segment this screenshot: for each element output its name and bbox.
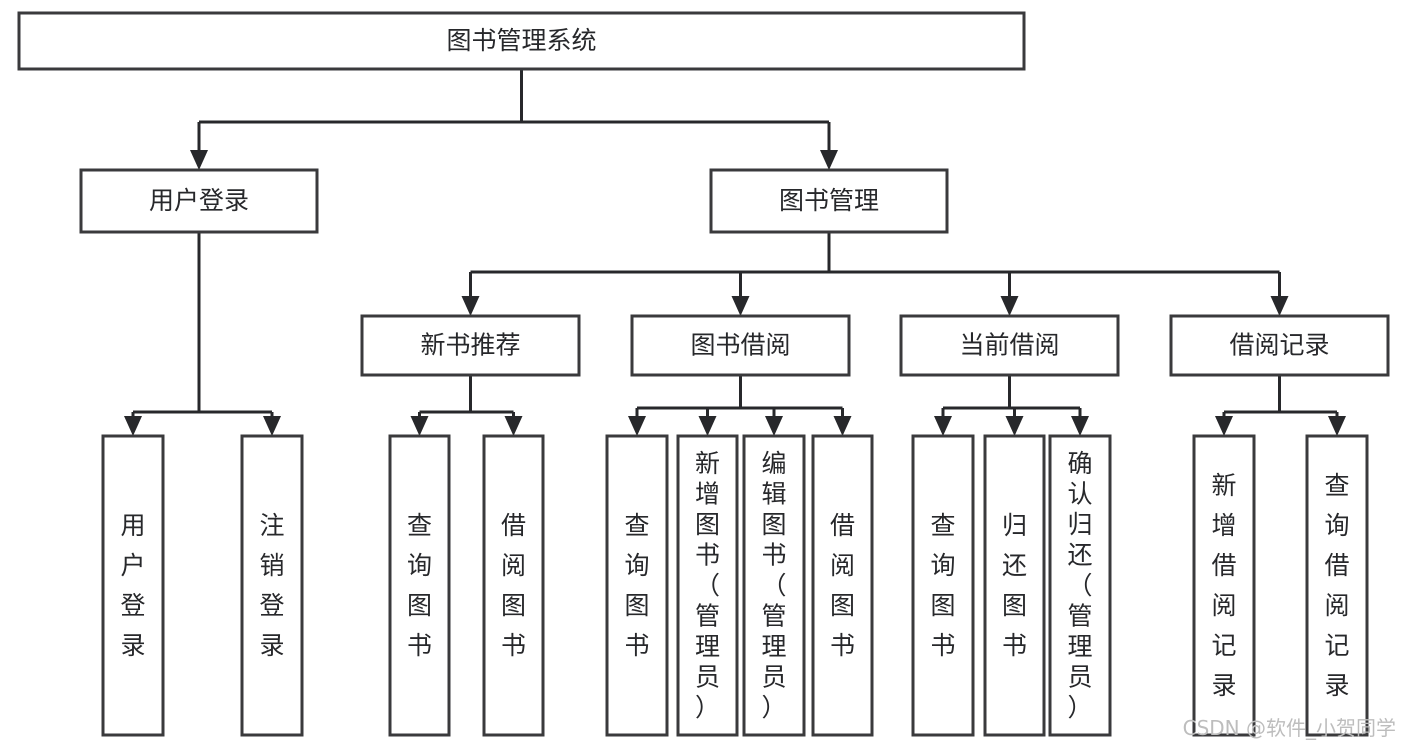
- node-box-book-management[interactable]: [709, 168, 949, 234]
- arrow-head-book-borrow-3: [833, 416, 852, 436]
- node-box-leaf-borrow-book[interactable]: [811, 434, 874, 737]
- node-borrow-record[interactable]: 借阅记录: [1169, 314, 1390, 377]
- node-box-current-borrow[interactable]: [899, 314, 1120, 377]
- node-box-root[interactable]: [17, 11, 1026, 71]
- node-leaf-query-book-recommend[interactable]: 查询图书: [388, 434, 451, 737]
- node-current-borrow[interactable]: 当前借阅: [899, 314, 1120, 377]
- node-leaf-confirm-return-admin[interactable]: 确认归还（管理员）: [1048, 434, 1112, 737]
- arrow-head-book-borrow-2: [765, 416, 783, 436]
- node-leaf-return-book[interactable]: 归还图书: [983, 434, 1046, 737]
- node-box-new-book-recommend[interactable]: [360, 314, 581, 377]
- node-box-leaf-query-book-recommend[interactable]: [388, 434, 451, 737]
- node-label-leaf-borrow-book-recommend: 借阅图书: [501, 511, 526, 660]
- node-leaf-query-book-borrow[interactable]: 查询图书: [605, 434, 669, 737]
- node-box-leaf-query-borrow-record[interactable]: [1305, 434, 1369, 737]
- node-label-book-management: 图书管理: [779, 186, 879, 215]
- node-box-leaf-borrow-book-recommend[interactable]: [482, 434, 545, 737]
- node-box-book-borrow[interactable]: [630, 314, 851, 377]
- node-label-leaf-borrow-book: 借阅图书: [830, 511, 855, 660]
- node-box-leaf-confirm-return-admin[interactable]: [1048, 434, 1112, 737]
- node-root[interactable]: 图书管理系统: [17, 11, 1026, 71]
- arrow-head-user-login-0: [124, 416, 142, 436]
- node-book-management[interactable]: 图书管理: [709, 168, 949, 234]
- node-box-leaf-add-book-admin[interactable]: [676, 434, 739, 737]
- node-label-user-login: 用户登录: [149, 186, 249, 215]
- node-label-leaf-user-login: 用户登录: [120, 511, 145, 660]
- node-label-current-borrow: 当前借阅: [959, 331, 1059, 360]
- node-box-leaf-add-borrow-record[interactable]: [1192, 434, 1256, 737]
- node-label-leaf-confirm-return-admin: 确认归还（管理员）: [1067, 449, 1092, 722]
- arrow-head-new-book-recommend-1: [504, 416, 523, 436]
- node-book-borrow[interactable]: 图书借阅: [630, 314, 851, 377]
- node-label-new-book-recommend: 新书推荐: [420, 331, 520, 360]
- arrow-head-book-management-2: [1000, 296, 1019, 316]
- node-label-borrow-record: 借阅记录: [1229, 331, 1329, 360]
- arrow-head-book-management-0: [461, 296, 480, 316]
- node-label-root: 图书管理系统: [446, 26, 596, 55]
- arrow-head-current-borrow-1: [1005, 416, 1024, 436]
- node-label-book-borrow: 图书借阅: [690, 331, 790, 360]
- node-label-leaf-query-book-current: 查询图书: [930, 511, 955, 660]
- arrow-head-new-book-recommend-0: [410, 416, 429, 436]
- node-label-leaf-add-borrow-record: 新增借阅记录: [1211, 471, 1236, 700]
- node-box-leaf-query-book-borrow[interactable]: [605, 434, 669, 737]
- node-leaf-user-login[interactable]: 用户登录: [101, 434, 165, 737]
- node-label-leaf-return-book: 归还图书: [1002, 511, 1027, 660]
- arrow-head-book-borrow-1: [698, 416, 717, 436]
- arrow-head-borrow-record-0: [1215, 416, 1233, 436]
- node-label-leaf-add-book-admin: 新增图书（管理员）: [695, 449, 720, 722]
- node-label-leaf-query-book-borrow: 查询图书: [624, 511, 649, 660]
- node-new-book-recommend[interactable]: 新书推荐: [360, 314, 581, 377]
- node-label-leaf-query-book-recommend: 查询图书: [407, 511, 432, 660]
- node-label-leaf-edit-book-admin: 编辑图书（管理员）: [761, 449, 786, 722]
- arrow-head-current-borrow-2: [1071, 416, 1089, 436]
- csdn-watermark: CSDN @软件_小贺同学: [1183, 716, 1396, 740]
- node-label-leaf-query-borrow-record: 查询借阅记录: [1324, 471, 1349, 700]
- node-box-leaf-return-book[interactable]: [983, 434, 1046, 737]
- node-leaf-edit-book-admin[interactable]: 编辑图书（管理员）: [742, 434, 806, 737]
- arrow-head-current-borrow-0: [934, 416, 952, 436]
- arrow-head-borrow-record-1: [1328, 416, 1346, 436]
- node-box-leaf-edit-book-admin[interactable]: [742, 434, 806, 737]
- node-leaf-query-borrow-record[interactable]: 查询借阅记录: [1305, 434, 1369, 737]
- arrow-head-root-0: [190, 150, 208, 170]
- connector-layer: [124, 69, 1346, 436]
- node-box-user-login[interactable]: [79, 168, 319, 234]
- node-box-leaf-user-logout[interactable]: [240, 434, 304, 737]
- arrow-head-user-login-1: [263, 416, 281, 436]
- node-leaf-user-logout[interactable]: 注销登录: [240, 434, 304, 737]
- node-leaf-query-book-current[interactable]: 查询图书: [911, 434, 975, 737]
- node-leaf-borrow-book-recommend[interactable]: 借阅图书: [482, 434, 545, 737]
- node-box-leaf-query-book-current[interactable]: [911, 434, 975, 737]
- node-leaf-borrow-book[interactable]: 借阅图书: [811, 434, 874, 737]
- node-user-login[interactable]: 用户登录: [79, 168, 319, 234]
- node-layer: 图书管理系统用户登录图书管理新书推荐图书借阅当前借阅借阅记录用户登录注销登录查询…: [17, 11, 1390, 737]
- arrow-head-root-1: [820, 150, 838, 170]
- node-leaf-add-borrow-record[interactable]: 新增借阅记录: [1192, 434, 1256, 737]
- arrow-head-book-management-3: [1270, 296, 1289, 316]
- node-label-leaf-user-logout: 注销登录: [259, 511, 284, 660]
- node-leaf-add-book-admin[interactable]: 新增图书（管理员）: [676, 434, 739, 737]
- node-box-borrow-record[interactable]: [1169, 314, 1390, 377]
- arrow-head-book-management-1: [731, 296, 750, 316]
- arrow-head-book-borrow-0: [628, 416, 646, 436]
- node-box-leaf-user-login[interactable]: [101, 434, 165, 737]
